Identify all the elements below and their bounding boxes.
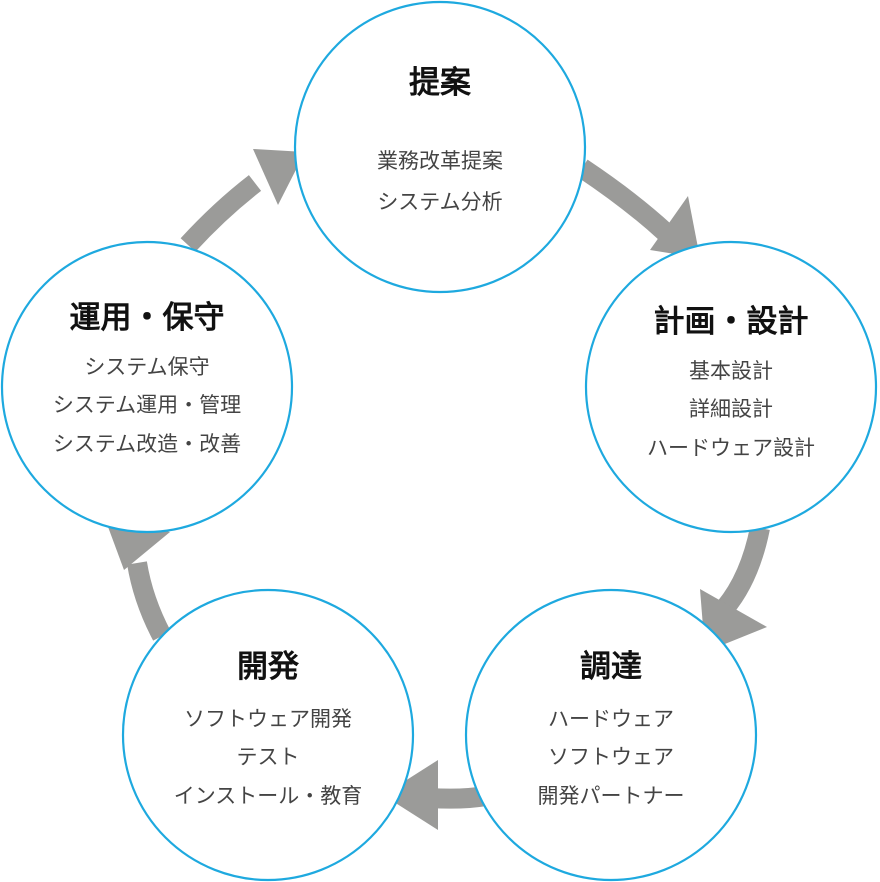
stage-proposal: 提案 業務改革提案 システム分析: [293, 0, 587, 294]
stage-item: システム運用・管理: [53, 393, 241, 417]
stage-title: 運用・保守: [70, 300, 225, 336]
stage-item: 業務改革提案: [377, 149, 503, 173]
stage-title: 計画・設計: [654, 304, 809, 340]
stage-item: 詳細設計: [689, 397, 773, 421]
stage-item: ソフトウェア: [548, 745, 674, 769]
stage-item: システム分析: [377, 190, 502, 214]
arrow-development-to-operation: [104, 516, 171, 641]
stage-item: システム改造・改善: [53, 432, 241, 456]
stage-title: 開発: [237, 649, 300, 685]
stage-circle: [293, 0, 587, 294]
stage-planning-design: 計画・設計 基本設計 詳細設計 ハードウェア設計: [584, 240, 878, 534]
arrow-proposal-to-design: [576, 159, 700, 258]
stage-circle: [121, 588, 415, 882]
stage-item: テスト: [237, 745, 300, 769]
stage-circle: [464, 588, 758, 882]
arrow-operation-to-proposal: [180, 149, 305, 252]
stage-circle: [0, 240, 294, 534]
stage-item: ハードウェア: [548, 707, 674, 731]
stage-development: 開発 ソフトウェア開発 テスト インストール・教育: [121, 588, 415, 882]
stage-item: 開発パートナー: [538, 784, 685, 808]
stage-operation-maintenance: 運用・保守 システム保守 システム運用・管理 システム改造・改善: [0, 240, 294, 534]
stage-procurement: 調達 ハードウェア ソフトウェア 開発パートナー: [464, 588, 758, 882]
stage-circle: [584, 240, 878, 534]
stage-item: インストール・教育: [174, 784, 363, 808]
stage-title: 提案: [409, 65, 472, 101]
stage-item: ハードウェア設計: [647, 436, 815, 460]
stage-item: 基本設計: [689, 359, 773, 383]
stage-item: ソフトウェア開発: [184, 707, 352, 731]
stage-title: 調達: [580, 649, 642, 685]
stage-item: システム保守: [84, 355, 209, 379]
